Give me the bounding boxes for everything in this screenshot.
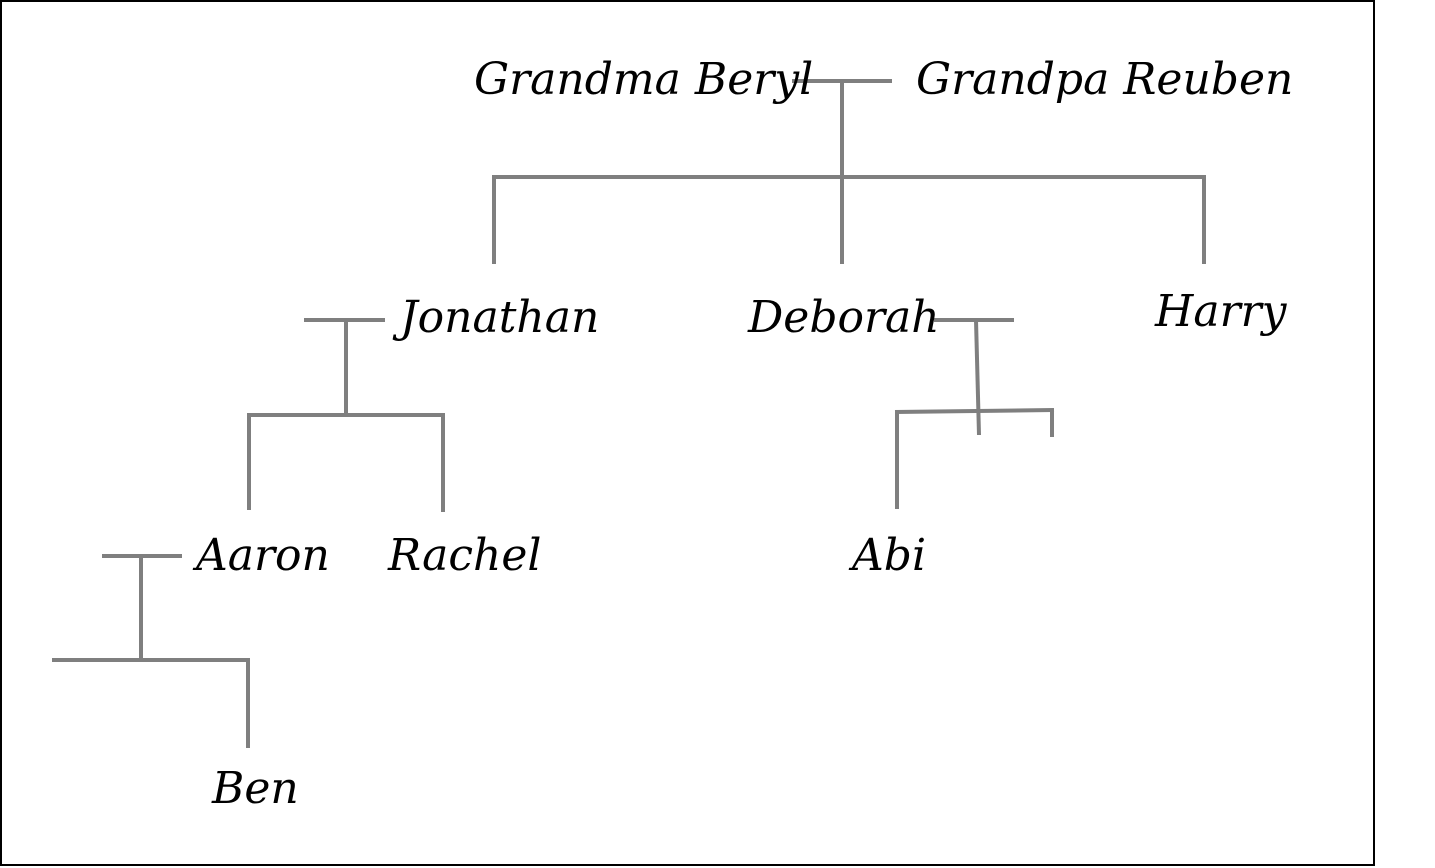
- person-rachel: Rachel: [388, 530, 542, 581]
- person-abi: Abi: [852, 530, 927, 581]
- family-tree-connectors: [52, 79, 1206, 748]
- person-jonathan: Jonathan: [400, 292, 600, 343]
- person-grandpa-reuben: Grandpa Reuben: [916, 54, 1294, 105]
- person-harry: Harry: [1155, 286, 1287, 337]
- descent-line-deborah: [974, 319, 981, 436]
- family-tree-frame: Grandma Beryl Grandpa Reuben Jonathan De…: [0, 0, 1375, 866]
- person-grandma-beryl: Grandma Beryl: [474, 54, 814, 105]
- children-bar-deborah: [894, 408, 1055, 414]
- person-ben: Ben: [212, 763, 299, 814]
- person-aaron: Aaron: [196, 530, 330, 581]
- person-deborah: Deborah: [748, 292, 940, 343]
